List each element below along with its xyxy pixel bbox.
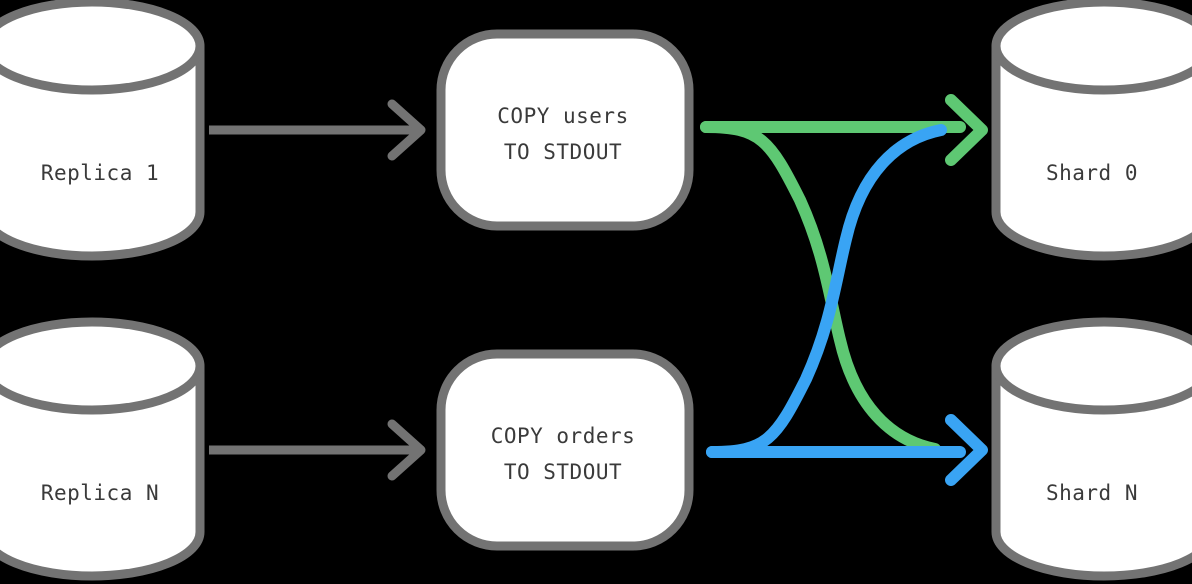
node-label-shard-n: Shard N [1046, 481, 1138, 505]
node-copy-users[interactable]: COPY users TO STDOUT [436, 29, 694, 231]
stream-curve-blue [706, 124, 947, 458]
process-box [436, 349, 694, 551]
node-label-replica-n: Replica N [41, 481, 159, 505]
edge-users-to-shardn [700, 121, 941, 455]
node-shard-n[interactable]: Shard N [991, 317, 1192, 581]
copy-users-line1: COPY users [497, 104, 628, 128]
node-copy-orders[interactable]: COPY orders TO STDOUT [436, 349, 694, 551]
cylinder-body [0, 41, 205, 261]
node-label-shard-0: Shard 0 [1046, 161, 1138, 185]
copy-orders-line2: TO STDOUT [504, 460, 622, 484]
cylinder-body [991, 41, 1192, 261]
cylinder-top [0, 0, 205, 95]
node-replica-n[interactable]: Replica N [0, 317, 205, 581]
cylinder-body [991, 361, 1192, 581]
cylinder-top [991, 0, 1192, 95]
edge-replica1-to-copyusers [209, 99, 426, 161]
arrowhead-icon-green [945, 94, 988, 166]
copy-orders-line1: COPY orders [491, 424, 636, 448]
process-box [436, 29, 694, 231]
cylinder-top [0, 317, 205, 415]
edge-replican-to-copyorders [209, 419, 426, 481]
node-label-replica-1: Replica 1 [41, 161, 159, 185]
arrowhead-icon [387, 99, 426, 161]
copy-users-line2: TO STDOUT [504, 140, 622, 164]
node-replica-1[interactable]: Replica 1 [0, 0, 205, 261]
stream-curve-green [700, 121, 941, 455]
edge-orders-to-shard0 [706, 124, 947, 458]
node-shard-0[interactable]: Shard 0 [991, 0, 1192, 261]
arrowhead-icon-blue [945, 414, 988, 486]
cylinder-body [0, 361, 205, 581]
cylinder-top [991, 317, 1192, 415]
arrowhead-icon [387, 419, 426, 481]
